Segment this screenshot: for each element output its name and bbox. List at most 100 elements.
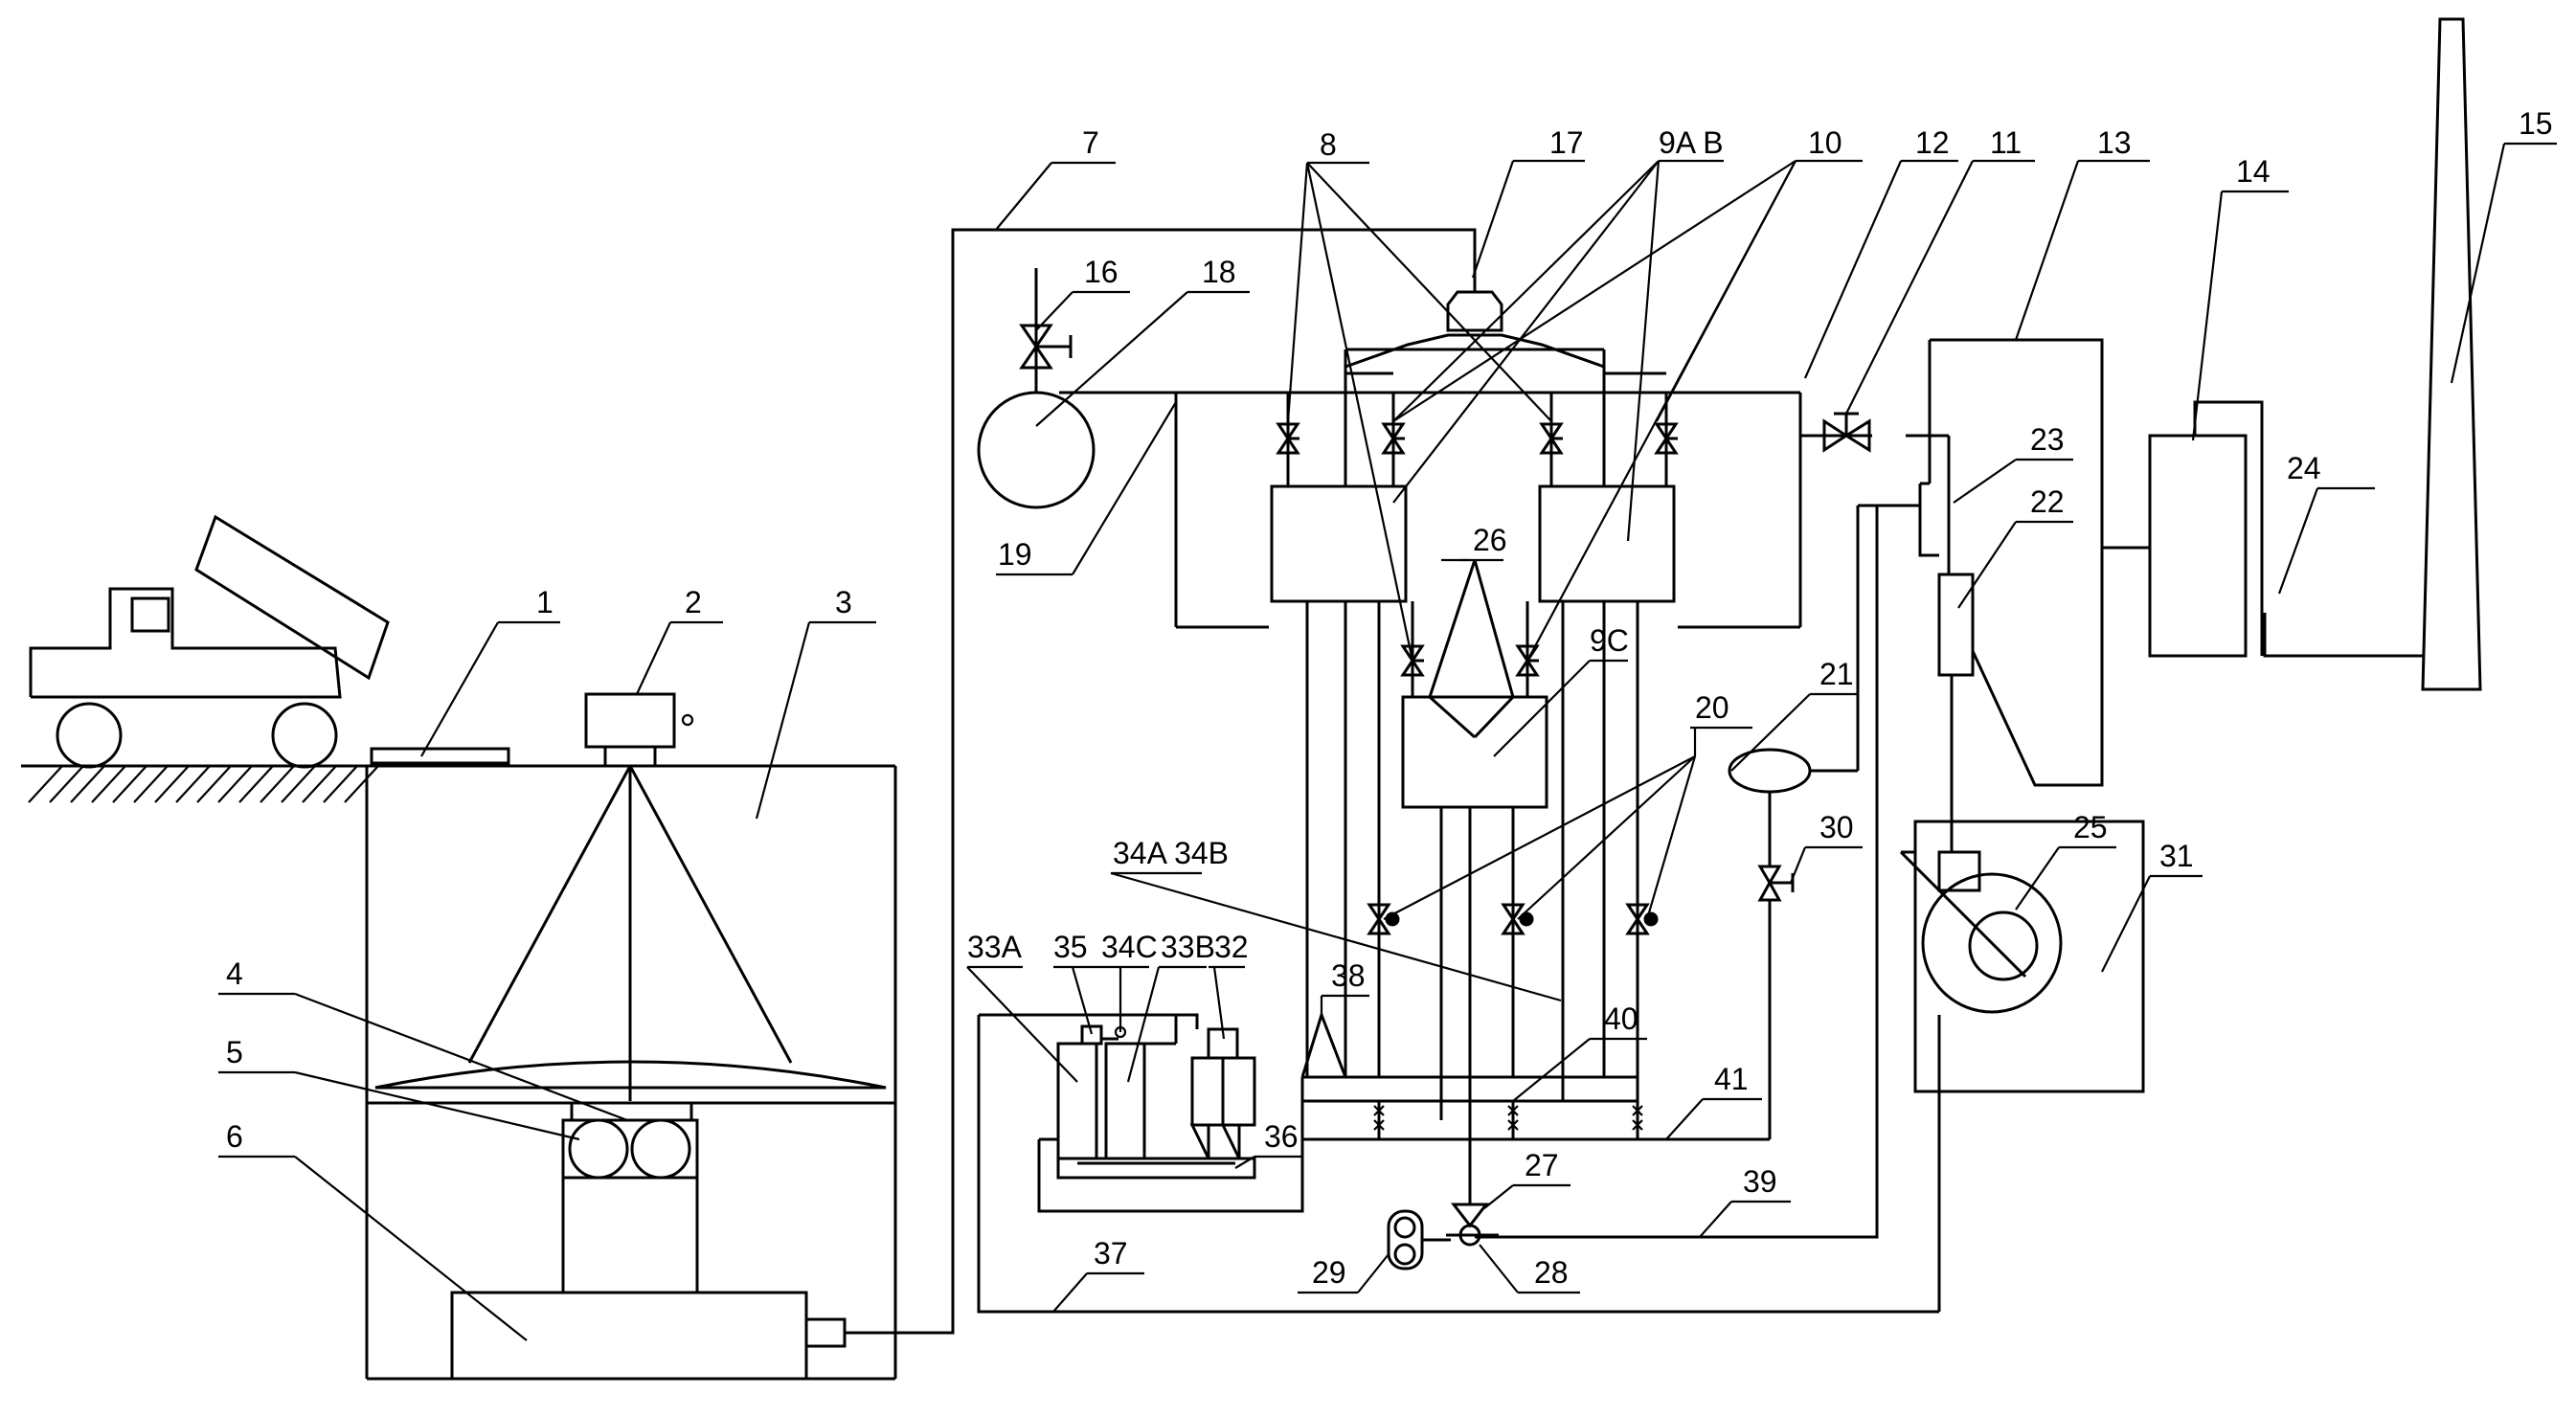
label-37: 37 [1094, 1236, 1128, 1271]
valve-30 [1757, 865, 1795, 902]
incinerator-13 [1918, 338, 2150, 787]
hatch-stroke [91, 765, 126, 803]
feed-line-7 [845, 228, 1477, 1335]
label-20: 20 [1695, 690, 1729, 725]
label-30: 30 [1819, 810, 1854, 844]
hatch-stroke [28, 765, 63, 803]
label-21: 21 [1819, 657, 1854, 691]
label-40: 40 [1604, 1001, 1638, 1036]
gas-holder-18 [977, 268, 1096, 509]
x-mark [1507, 1119, 1519, 1131]
hatch-stroke [217, 765, 253, 803]
label-11: 11 [1990, 125, 2022, 160]
label-9ab: 9A B [1659, 125, 1724, 160]
label-1: 1 [536, 585, 554, 619]
label-24: 24 [2287, 451, 2321, 485]
label-4: 4 [226, 956, 243, 991]
label-13: 13 [2097, 125, 2132, 160]
pump-27-28 [1446, 1203, 1499, 1247]
induced-fan-25 [1899, 820, 2145, 1312]
x-mark [1632, 1119, 1643, 1131]
valve [1654, 422, 1679, 455]
manifold-40-41 [1302, 900, 1772, 1141]
crane-grab [374, 692, 887, 1101]
label-23: 23 [2030, 422, 2065, 457]
scrubber-14 [2148, 400, 2423, 658]
line-39 [1475, 506, 1879, 1239]
valve [1539, 422, 1564, 455]
element-38 [1300, 1010, 1347, 1078]
label-17: 17 [1549, 125, 1584, 160]
hatch-stroke [302, 765, 337, 803]
small-valves-40 [1373, 1105, 1643, 1131]
label-34ab: 34A 34B [1113, 836, 1229, 870]
dump-truck [29, 514, 390, 769]
label-15: 15 [2519, 106, 2553, 141]
label-33b: 33B [1161, 930, 1215, 964]
hatch-stroke [344, 765, 379, 803]
label-41: 41 [1714, 1062, 1749, 1096]
hatch-stroke [281, 765, 316, 803]
valve [1276, 422, 1300, 455]
hatch-stroke [196, 765, 232, 803]
conveyor-6 [450, 1291, 847, 1381]
label-35: 35 [1053, 930, 1088, 964]
label-12: 12 [1915, 125, 1950, 160]
reactor-9c [1401, 695, 1548, 809]
valve-11 [1822, 412, 1871, 453]
label-8: 8 [1320, 127, 1337, 162]
valve [1625, 903, 1659, 935]
label-33a: 33A [967, 930, 1023, 964]
shredder [561, 1101, 699, 1294]
valve-row-low [1367, 903, 1659, 935]
hatch-stroke [49, 765, 84, 803]
burner-22 [1937, 573, 1975, 677]
gas-header-12 [1059, 391, 1949, 629]
dryer-top-17 [1344, 290, 1606, 370]
reactor-9c-pipes [1439, 807, 1515, 1204]
hatch-stroke [154, 765, 190, 803]
label-39: 39 [1743, 1164, 1777, 1199]
leader-lines [218, 142, 2557, 1341]
callout-labels: 1 2 3 4 5 6 7 8 17 9A B 10 12 11 13 14 1… [226, 106, 2553, 1290]
valve-16 [1019, 324, 1073, 370]
valve-row-top [1276, 422, 1679, 455]
reactor-9a [1270, 484, 1408, 603]
label-34c: 34C [1101, 930, 1158, 964]
label-2: 2 [685, 585, 702, 619]
hatch-stroke [175, 765, 211, 803]
label-29: 29 [1312, 1255, 1346, 1290]
label-6: 6 [226, 1119, 243, 1154]
label-9c: 9C [1590, 623, 1629, 658]
label-22: 22 [2030, 484, 2065, 519]
label-36: 36 [1264, 1119, 1299, 1154]
hatch-stroke [323, 765, 358, 803]
gas-meter-21 [1728, 504, 1920, 866]
label-28: 28 [1534, 1255, 1569, 1290]
label-7: 7 [1082, 125, 1099, 160]
label-19: 19 [998, 537, 1032, 572]
label-27: 27 [1525, 1148, 1559, 1182]
valve [1381, 422, 1406, 455]
label-10: 10 [1808, 125, 1842, 160]
label-16: 16 [1084, 255, 1119, 289]
x-mark [1373, 1105, 1385, 1116]
label-31: 31 [2159, 839, 2194, 873]
x-mark [1632, 1105, 1643, 1116]
reactor-outlet-pipes [1305, 559, 1639, 1101]
label-18: 18 [1202, 255, 1236, 289]
line-37 [977, 1015, 1939, 1314]
valve [1400, 644, 1425, 677]
label-3: 3 [835, 585, 852, 619]
hatch-stroke [260, 765, 295, 803]
valve-row-mid [1400, 644, 1540, 677]
valve [1501, 903, 1534, 935]
x-mark [1507, 1105, 1519, 1116]
label-14: 14 [2236, 154, 2271, 189]
compressor-29 [1387, 1209, 1451, 1271]
x-mark [1373, 1119, 1385, 1131]
label-26: 26 [1473, 523, 1507, 557]
label-25: 25 [2073, 810, 2108, 844]
